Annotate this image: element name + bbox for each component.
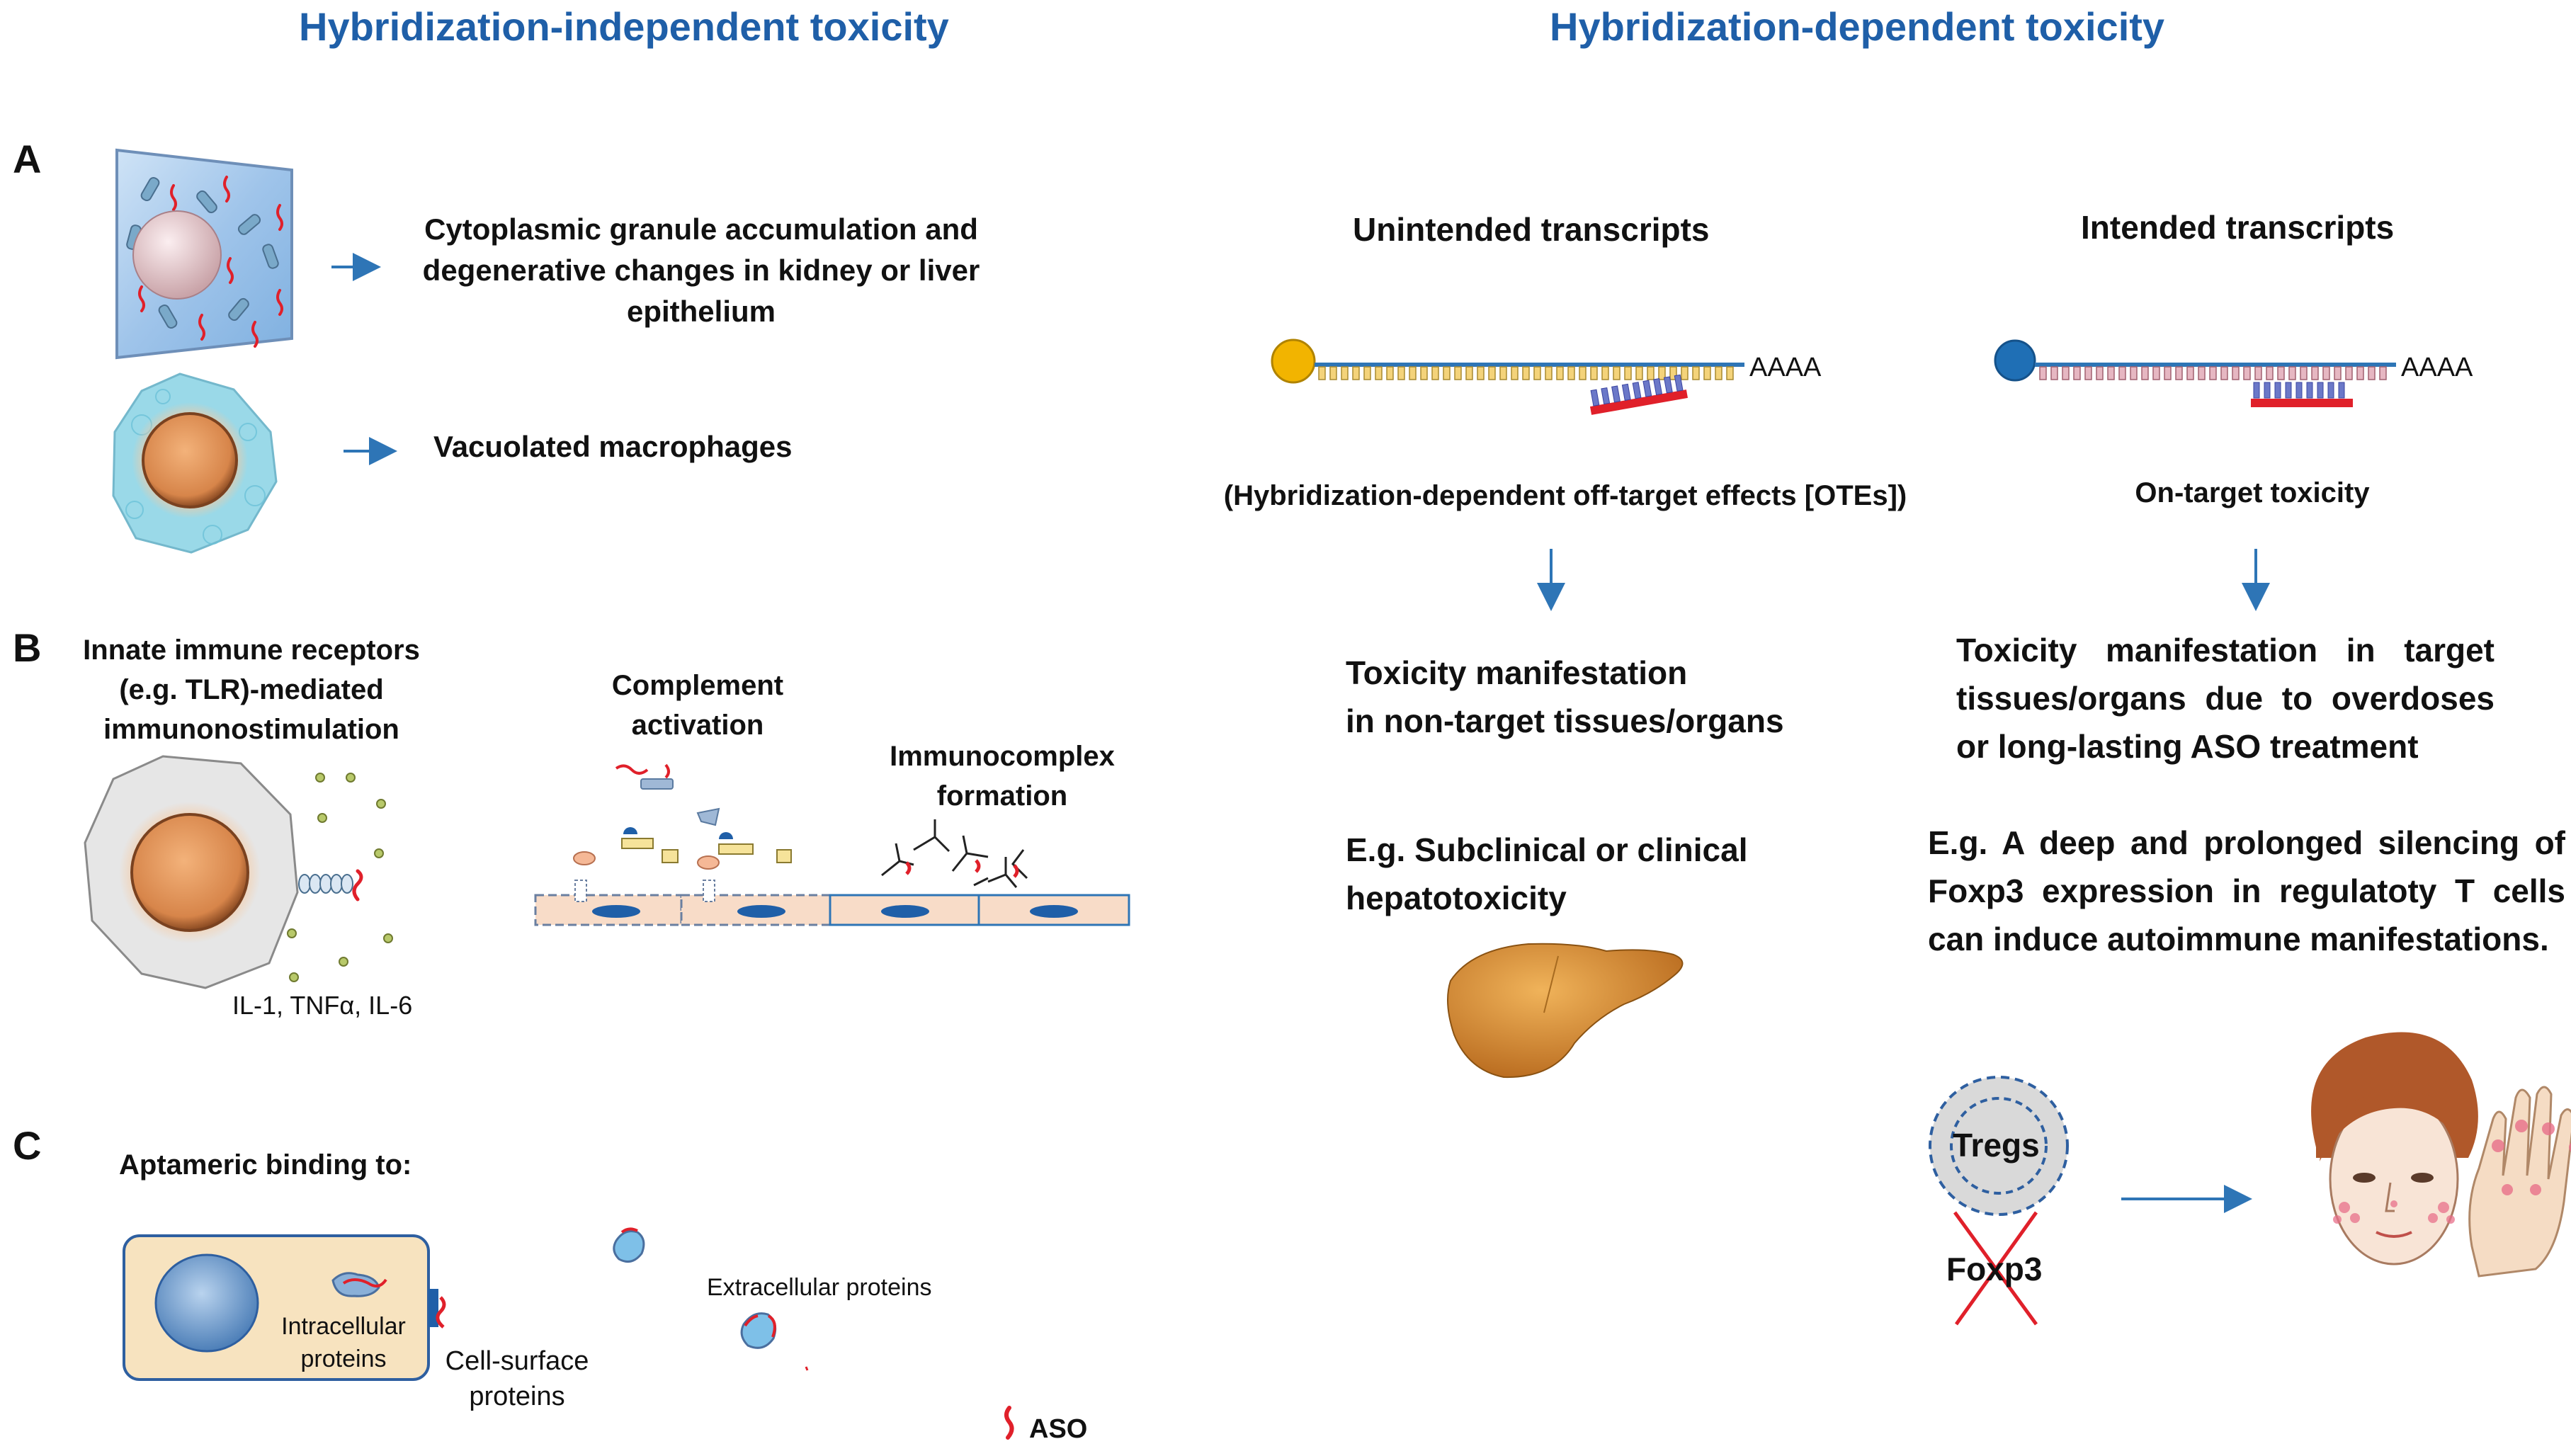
header-hybridization-dependent: Hybridization-dependent toxicity	[1550, 4, 2165, 49]
cell-surface-proteins-label: Cell-surface proteins	[445, 1346, 589, 1411]
hand-arthritis-icon	[2468, 1086, 2571, 1278]
non-target-manifestation-text: Toxicity manifestation in non-target tis…	[1346, 654, 1784, 739]
vacuolated-macrophage-icon	[112, 372, 278, 554]
section-label-a: A	[13, 137, 42, 181]
target-manifestation-text: Toxicity manifestation in target tissues…	[1956, 632, 2495, 765]
aso-legend-icon	[1004, 1406, 1014, 1440]
intended-polya-label: AAAA	[2401, 353, 2473, 382]
immunocomplex-formation-text: Immunocomplex formation	[890, 741, 1115, 812]
unintended-mrna-icon	[1271, 339, 1744, 415]
intended-mrna-icon	[1994, 339, 2396, 407]
tregs-cell-icon	[1929, 1076, 2069, 1216]
section-label-c: C	[13, 1123, 42, 1168]
extracellular-proteins-label: Extracellular proteins	[707, 1274, 932, 1301]
cytokine-dots	[287, 773, 393, 982]
complement-activation-text: Complement activation	[611, 670, 784, 741]
epithelium-cells-icon	[534, 880, 1130, 926]
innate-immune-text: Innate immune receptors (e.g. TLR)-media…	[83, 635, 420, 745]
vacuolated-macrophages-text: Vacuolated macrophages	[433, 430, 793, 463]
intended-transcripts-title: Intended transcripts	[2081, 209, 2395, 246]
section-label-b: B	[13, 625, 42, 670]
extracellular-proteins-icon	[613, 1227, 809, 1371]
aptameric-binding-text: Aptameric binding to:	[119, 1149, 412, 1181]
cytokines-label: IL-1, TNFα, IL-6	[232, 991, 413, 1020]
unintended-transcripts-title: Unintended transcripts	[1353, 211, 1710, 248]
hepatotoxicity-example-text: E.g. Subclinical or clinical hepatotoxic…	[1346, 831, 1748, 916]
complement-proteins-icon	[573, 763, 792, 870]
immunocomplex-icon	[881, 819, 1028, 888]
tregs-label: Tregs	[1953, 1127, 2040, 1164]
face-rash-icon	[2311, 1032, 2478, 1266]
unintended-polya-label: AAAA	[1749, 353, 1822, 382]
foxp3-cross-icon	[1953, 1211, 2038, 1326]
aso-legend-label: ASO	[1029, 1414, 1088, 1444]
granule-accumulation-text: Cytoplasmic granule accumulation and deg…	[422, 212, 980, 328]
foxp3-label: Foxp3	[1946, 1251, 2043, 1287]
cell-with-proteins-icon	[123, 1234, 446, 1381]
off-target-effects-text: (Hybridization-dependent off-target effe…	[1223, 480, 1907, 511]
liver-icon	[1447, 943, 1684, 1079]
immune-cell-icon	[84, 755, 363, 989]
header-hybridization-independent: Hybridization-independent toxicity	[299, 4, 949, 49]
aso-bound-offtarget-icon	[1590, 374, 1688, 415]
intracellular-proteins-label: Intracellular proteins	[281, 1313, 406, 1372]
aso-bound-target-icon	[2251, 382, 2353, 407]
tlr-receptor-icon	[298, 874, 353, 894]
on-target-toxicity-text: On-target toxicity	[2135, 477, 2370, 508]
foxp3-example-text: E.g. A deep and prolonged silencing of F…	[1928, 824, 2565, 957]
tissue-panel-icon	[115, 148, 293, 360]
